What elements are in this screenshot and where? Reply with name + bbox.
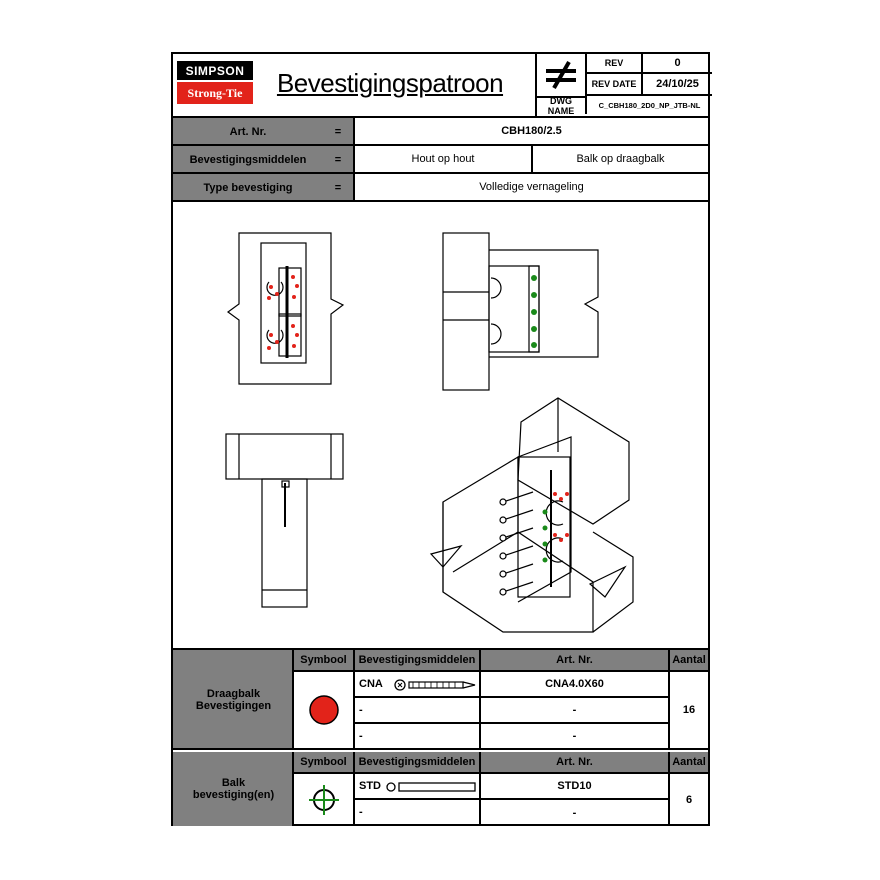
std-label: STD [359, 780, 381, 792]
equals-sign: = [334, 126, 342, 138]
col-qty: Aantal [670, 650, 708, 672]
art-nr-row-2: - [481, 698, 670, 724]
drawing-sheet: SIMPSON Strong-Tie Bevestigingspatroon D… [171, 52, 712, 826]
art-nr-row-3: - [481, 724, 670, 750]
dwg-name-value: C_CBH180_2D0_NP_JTB-NL [598, 100, 701, 110]
front-view [226, 232, 345, 385]
fixing-type-label: Type bevestiging [203, 182, 293, 194]
dwg-name-label: DWG NAME [537, 96, 587, 116]
cna-quantity: 16 [670, 672, 708, 750]
cna-nail-markers [267, 275, 569, 542]
primary-beam-label: Draagbalk Bevestigingen [195, 688, 272, 712]
art-nr-value: CBH180/2.5 [353, 118, 708, 146]
col-symbol: Symbool [294, 650, 355, 672]
art-nr-label: Art. Nr. [229, 126, 267, 138]
col-art-nr: Art. Nr. [481, 752, 670, 774]
nail-icon [394, 679, 476, 691]
fastener-row-2: - [355, 698, 481, 724]
fasteners-label: Bevestigingsmiddelen [189, 154, 307, 166]
std-art-nr: STD10 [481, 774, 670, 800]
col-fasteners: Bevestigingsmiddelen [355, 650, 481, 672]
side-view [442, 232, 599, 391]
secondary-beam-table: Balk bevestiging(en) Symbool Bevestiging… [173, 752, 708, 826]
red-circle-icon [308, 695, 339, 725]
art-nr-row-2: - [481, 800, 670, 826]
cna-label: CNA [359, 678, 383, 690]
fastener-row-3: - [355, 724, 481, 750]
rev-date-label: REV DATE [587, 74, 643, 96]
std-quantity: 6 [685, 794, 693, 806]
rev-date-value: 24/10/25 [643, 74, 712, 96]
iso-dowels [499, 491, 534, 596]
isometric-view [429, 397, 634, 633]
rev-label: REV [587, 54, 643, 74]
logo-strong-tie: Strong-Tie [177, 82, 253, 104]
std-dowel-markers [531, 275, 548, 563]
col-art-nr: Art. Nr. [481, 650, 670, 672]
crosshair-circle-icon [308, 785, 339, 815]
fastening-drawing [225, 232, 634, 633]
std-symbol-cell [294, 774, 355, 826]
secondary-beam-label: Balk bevestiging(en) [192, 777, 275, 801]
primary-beam-table: Draagbalk Bevestigingen Symbool Bevestig… [173, 648, 708, 750]
fasteners-value-1: Hout op hout [353, 146, 531, 174]
cna-symbol-cell [294, 672, 355, 750]
fixing-type-value: Volledige vernageling [353, 174, 708, 202]
fasteners-value-2: Balk op draagbalk [531, 146, 708, 174]
rev-value: 0 [643, 54, 712, 74]
col-fasteners: Bevestigingsmiddelen [355, 752, 481, 774]
dowel-icon [386, 782, 476, 792]
equals-sign: = [334, 154, 342, 166]
not-equal-icon [537, 54, 587, 98]
col-qty: Aantal [670, 752, 708, 774]
revision-block: DWG NAME REV 0 REV DATE 24/10/25 C_CBH18… [535, 54, 712, 116]
equals-sign: = [334, 182, 342, 194]
logo-simpson: SIMPSON [177, 61, 253, 80]
fastener-row-2: - [355, 800, 481, 826]
info-section: Art. Nr. = CBH180/2.5 Bevestigingsmiddel… [173, 116, 708, 202]
top-view [225, 433, 344, 608]
page-title: Bevestigingspatroon [276, 67, 504, 98]
col-symbol: Symbool [294, 752, 355, 774]
cna-art-nr: CNA4.0X60 [481, 672, 670, 698]
